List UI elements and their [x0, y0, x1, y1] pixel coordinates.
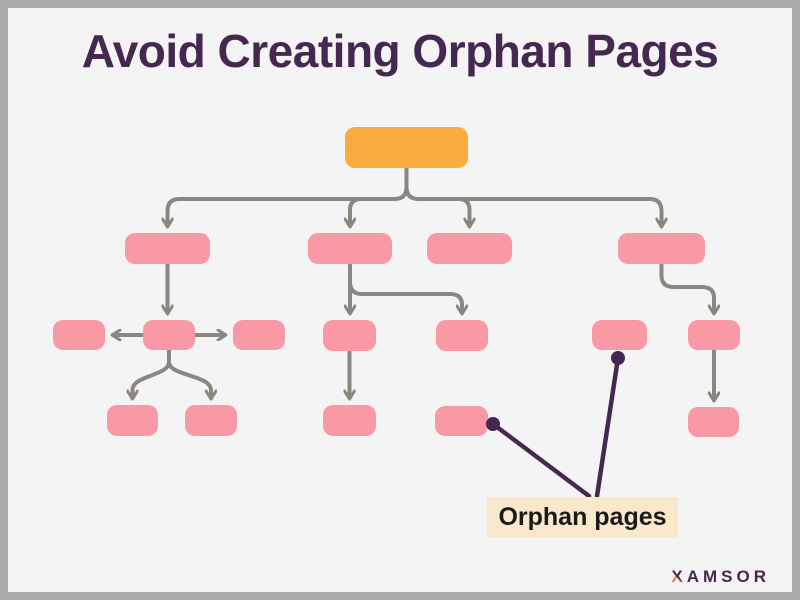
logo-x-letter: X — [671, 567, 687, 586]
connector-arrow — [404, 166, 662, 226]
level4-left-a-node — [107, 405, 158, 436]
orphan-pointer-line — [594, 355, 621, 499]
level4-mid-a-node — [323, 405, 376, 436]
node-layer — [53, 127, 740, 437]
xamsor-logo: XAMSOR — [671, 567, 770, 587]
level4-left-b-node — [185, 405, 237, 436]
level3-right-node — [688, 320, 740, 350]
connector-arrow — [167, 348, 211, 398]
orphan-pointer-dot — [611, 351, 625, 365]
connector-layer — [113, 166, 715, 400]
level3-left-c-node — [233, 320, 285, 350]
connector-arrow — [456, 197, 470, 226]
orphan-page-1-node — [435, 406, 488, 436]
level2-1-node — [125, 233, 210, 264]
level2-4-node — [618, 233, 705, 264]
connector-arrow — [348, 280, 462, 313]
level2-3-node — [427, 233, 512, 264]
orphan-label-text: Orphan pages — [498, 503, 667, 531]
orphan-page-2-node — [592, 320, 647, 350]
connector-arrow — [350, 197, 363, 226]
page-title: Avoid Creating Orphan Pages — [81, 25, 719, 77]
logo-rest-letters: AMSOR — [686, 567, 770, 586]
level3-mid-b-node — [436, 320, 488, 351]
orphan-pointer-line — [490, 421, 592, 499]
level3-left-b-node — [143, 320, 195, 350]
connector-arrow — [133, 348, 171, 398]
level3-left-a-node — [53, 320, 105, 350]
callout-layer — [486, 351, 625, 499]
level3-mid-a-node — [323, 320, 376, 351]
canvas-background — [8, 8, 792, 592]
home-root-node — [345, 127, 468, 168]
level2-2-node — [308, 233, 392, 264]
orphan-label: Orphan pages — [487, 497, 678, 538]
level4-right-node — [688, 407, 739, 437]
connector-arrow — [168, 166, 409, 226]
connector-arrow — [659, 262, 715, 313]
orphan-pointer-dot — [486, 417, 500, 431]
